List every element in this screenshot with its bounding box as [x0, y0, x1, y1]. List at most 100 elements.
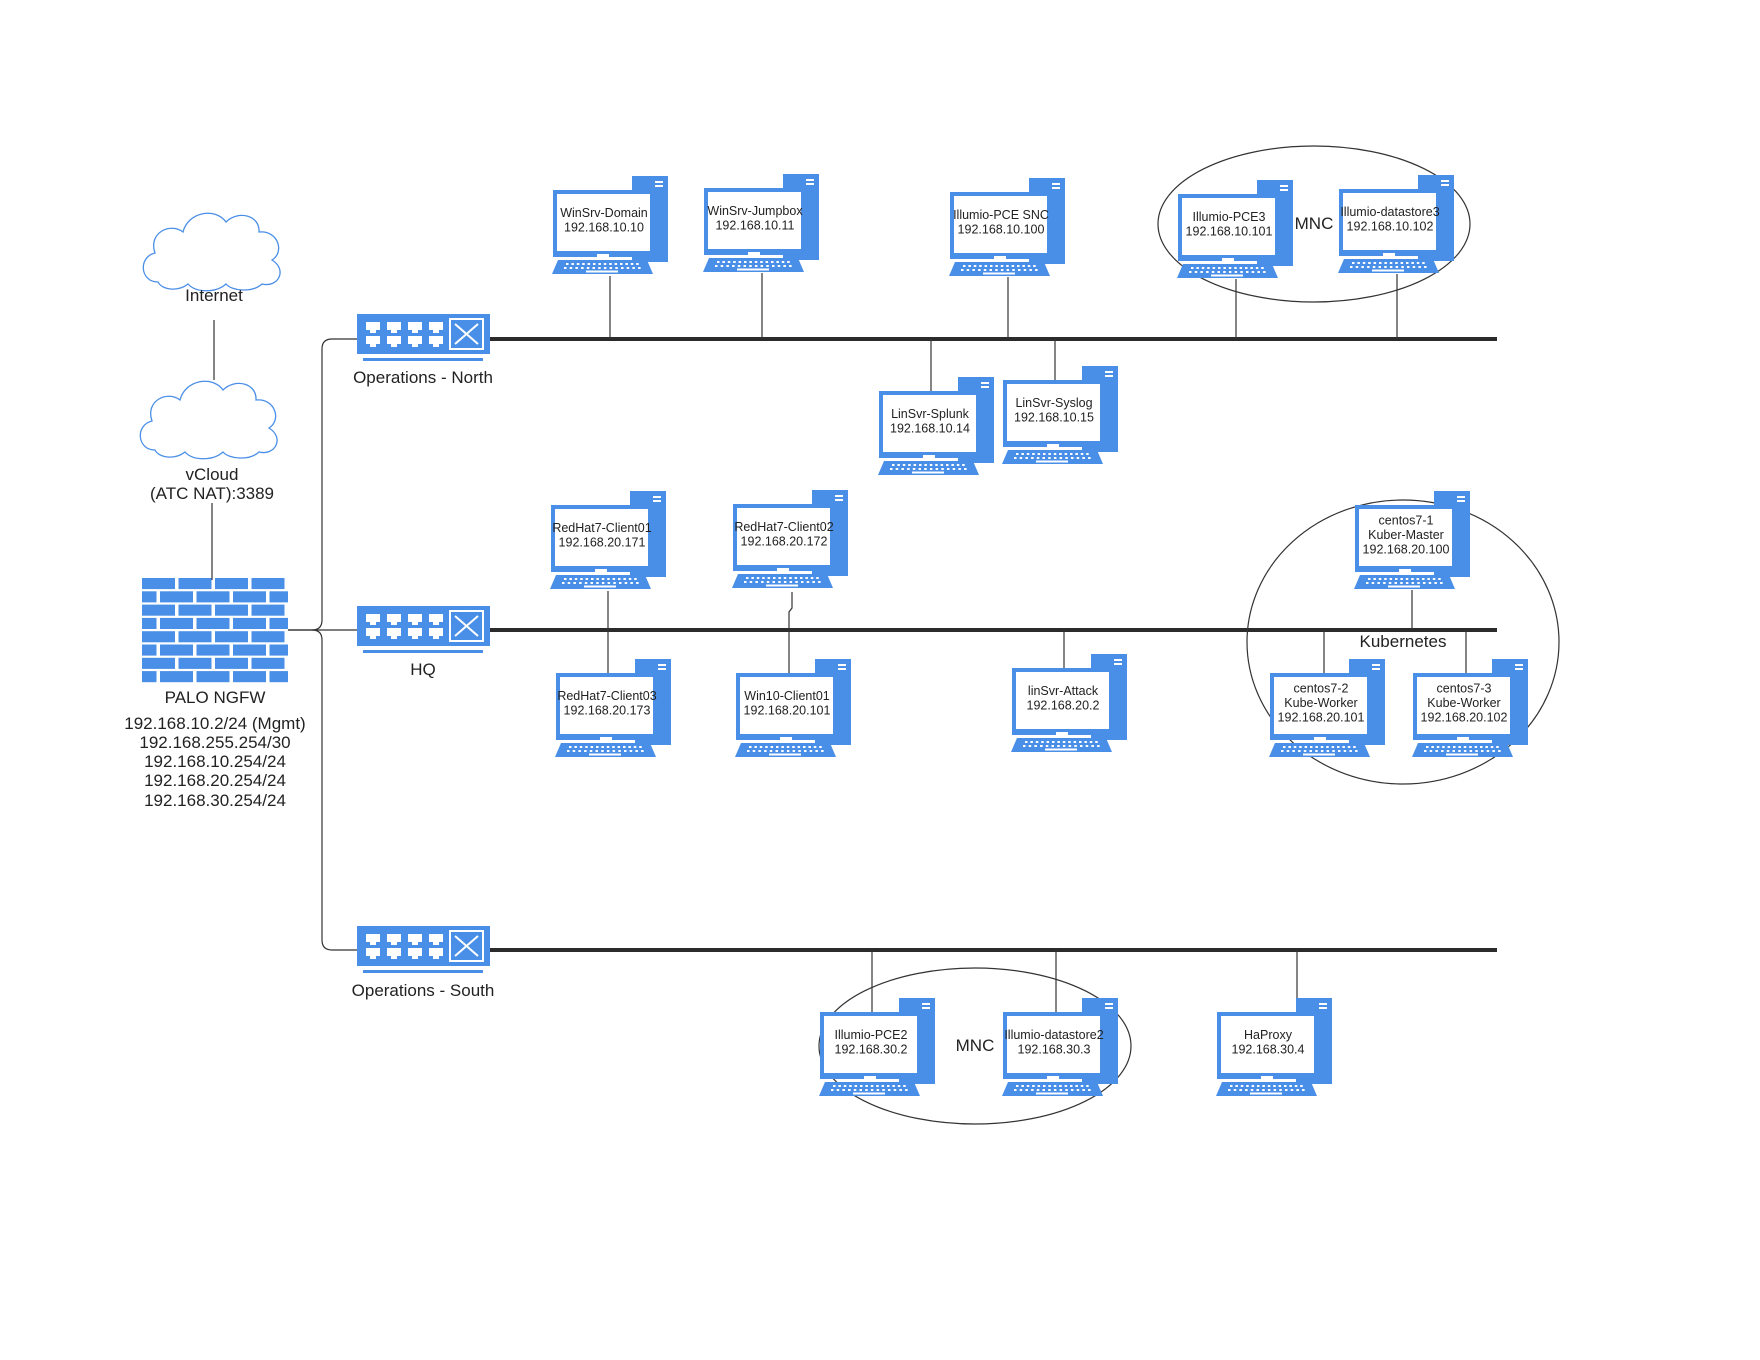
- computer-icon: [1216, 998, 1332, 1096]
- internet-cloud: Internet: [142, 212, 281, 305]
- internet-label: Internet: [185, 286, 243, 305]
- host-ip-label: 192.168.20.171: [559, 535, 646, 549]
- computer-icon: [1338, 175, 1454, 273]
- computer-icon: [735, 659, 851, 757]
- cloud-icon: [139, 380, 278, 460]
- host-name-label: centos7-3: [1437, 682, 1492, 696]
- computer-icon: [1002, 998, 1118, 1096]
- computer-icon: [1269, 659, 1385, 757]
- host-ip-label: 192.168.20.101: [1278, 711, 1365, 725]
- network-switch-icon: [357, 314, 490, 361]
- host-name-label: WinSrv-Domain: [560, 206, 648, 220]
- host-name-label: Kuber-Master: [1368, 528, 1444, 542]
- host-ip-label: 192.168.30.3: [1018, 1042, 1091, 1056]
- switch-label: HQ: [410, 660, 436, 679]
- host-ip-label: 192.168.20.100: [1363, 543, 1450, 557]
- computer-icon: [1002, 366, 1118, 464]
- host-ip-label: 192.168.10.14: [890, 421, 970, 435]
- host-name-label: LinSvr-Splunk: [891, 407, 970, 421]
- host-ip-label: 192.168.10.15: [1014, 410, 1094, 424]
- host-name-label: RedHat7-Client02: [734, 520, 833, 534]
- firewall-address: 192.168.10.2/24 (Mgmt): [124, 714, 305, 733]
- host-name-label: linSvr-Attack: [1028, 684, 1099, 698]
- network-buses: [490, 337, 1497, 952]
- host-ip-label: 192.168.10.11: [715, 218, 794, 232]
- host-name-label: Kube-Worker: [1284, 696, 1357, 710]
- switch-operations-north: Operations - North: [353, 314, 493, 387]
- host-name-label: Illumio-PCE3: [1193, 210, 1266, 224]
- palo-ngfw: PALO NGFW 192.168.10.2/24 (Mgmt) 192.168…: [124, 578, 306, 810]
- firewall-address: 192.168.30.254/24: [144, 791, 286, 810]
- vcloud-label: vCloud: [186, 465, 239, 484]
- host-ip-label: 192.168.10.101: [1186, 224, 1273, 238]
- host-ip-label: 192.168.30.4: [1232, 1042, 1305, 1056]
- computer-icon: [555, 659, 671, 757]
- cloud-icon: [142, 212, 281, 292]
- computer-icon: [1011, 654, 1127, 752]
- host-ip-label: 192.168.20.102: [1421, 711, 1508, 725]
- switch-operations-south: Operations - South: [352, 926, 495, 1000]
- wires: [211, 320, 358, 951]
- host-ip-label: 192.168.20.2: [1027, 698, 1100, 712]
- host-name-label: Kube-Worker: [1427, 696, 1500, 710]
- group-outlines: [818, 145, 1560, 1125]
- host-name-label: Illumio-datastore2: [1004, 1028, 1103, 1042]
- host-ip-label: 192.168.10.102: [1347, 219, 1434, 233]
- switch-hq: HQ: [357, 606, 490, 679]
- firewall-address: 192.168.20.254/24: [144, 771, 286, 790]
- mnc-north-label: MNC: [1295, 214, 1334, 233]
- computer-icon: [703, 174, 819, 272]
- computer-icon: [732, 490, 848, 588]
- mnc-south-group: [818, 967, 1132, 1125]
- switch-label: Operations - South: [352, 981, 495, 1000]
- computer-icon: [1354, 491, 1470, 589]
- host-name-label: HaProxy: [1244, 1028, 1293, 1042]
- vcloud-cloud: vCloud (ATC NAT):3389: [139, 380, 278, 503]
- computer-icon: [1412, 659, 1528, 757]
- host-name-label: Illumio-PCE2: [835, 1028, 908, 1042]
- host-name-label: LinSvr-Syslog: [1015, 396, 1092, 410]
- host-ip-label: 192.168.10.100: [958, 222, 1045, 236]
- computer-icon: [819, 998, 935, 1096]
- host-name-label: WinSrv-Jumpbox: [707, 204, 803, 218]
- firewall-address: 192.168.10.254/24: [144, 752, 286, 771]
- host-ip-label: 192.168.20.101: [744, 703, 831, 717]
- host-name-label: centos7-1: [1379, 514, 1434, 528]
- computer-icon: [949, 178, 1065, 276]
- computer-icon: [552, 176, 668, 274]
- firewall-name: PALO NGFW: [165, 688, 266, 707]
- firewall-address: 192.168.255.254/30: [139, 733, 290, 752]
- host-name-label: centos7-2: [1294, 682, 1349, 696]
- mnc-north-group: [1157, 145, 1471, 303]
- host-ip-label: 192.168.30.2: [835, 1042, 908, 1056]
- host-name-label: Win10-Client01: [744, 689, 830, 703]
- kubernetes-group: [1246, 499, 1560, 785]
- firewall-brick-icon: [142, 578, 288, 683]
- network-switch-icon: [357, 606, 490, 653]
- computer-icon: [878, 377, 994, 475]
- computer-icon: [1177, 180, 1293, 278]
- host-ip-label: 192.168.20.172: [741, 534, 828, 548]
- host-name-label: Illumio-datastore3: [1340, 205, 1439, 219]
- switch-label: Operations - North: [353, 368, 493, 387]
